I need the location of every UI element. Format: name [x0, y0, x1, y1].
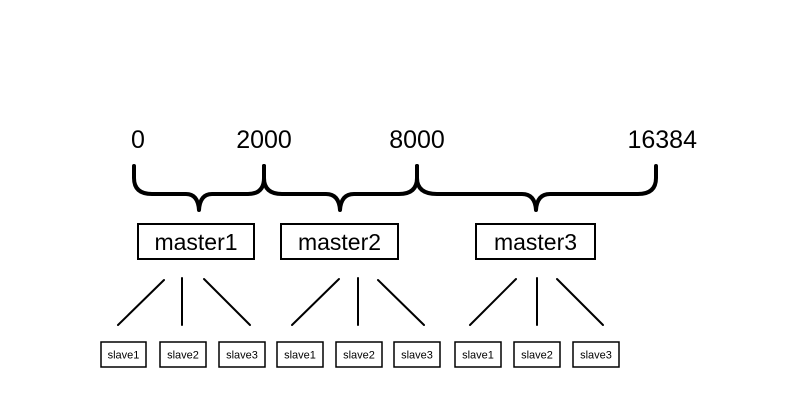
slave-box-2-2: [335, 341, 383, 368]
slave-label-2-2: slave2: [343, 350, 375, 362]
slave-label-3-2: slave2: [521, 350, 553, 362]
tick-label-2000: 2000: [236, 126, 292, 154]
master-label-3: master3: [494, 229, 577, 255]
slave-box-2-1: [276, 341, 324, 368]
master-box-2: [280, 223, 399, 260]
master-box-3: [475, 223, 596, 260]
slave-box-3-3: [572, 341, 620, 368]
slave-label-1-3: slave3: [226, 350, 258, 362]
link-master3-slave3: [556, 278, 604, 326]
master-label-1: master1: [154, 229, 237, 255]
brace-range-1: [132, 164, 266, 212]
slave-box-1-1: [100, 341, 147, 368]
brace-range-2: [262, 164, 419, 212]
slave-box-1-3: [218, 341, 266, 368]
link-master3-slave1: [469, 278, 517, 326]
slave-box-1-2: [159, 341, 207, 368]
brace-range-3: [415, 164, 658, 212]
master-group-2: master2 slave1 slave2 slave3: [276, 223, 441, 368]
slave-box-3-2: [513, 341, 561, 368]
master-box-1: [137, 223, 255, 260]
tick-label-8000: 8000: [389, 126, 445, 154]
slave-label-3-1: slave1: [462, 350, 494, 362]
master-group-3: master3 slave1 slave2 slave3: [454, 223, 620, 368]
slave-label-2-1: slave1: [284, 350, 316, 362]
master-group-1: master1 slave1 slave2 slave3: [100, 223, 266, 368]
slave-box-3-1: [454, 341, 502, 368]
link-master2-slave1: [291, 278, 340, 326]
master-label-2: master2: [298, 229, 381, 255]
link-master1-slave3: [203, 278, 251, 326]
slave-label-3-3: slave3: [580, 350, 612, 362]
slot-scale: 0 2000 8000 16384: [131, 126, 697, 154]
slave-label-2-3: slave3: [401, 350, 433, 362]
slave-label-1-1: slave1: [108, 350, 140, 362]
tick-label-0: 0: [131, 126, 145, 154]
link-master1-slave1: [117, 279, 165, 326]
slave-label-1-2: slave2: [167, 350, 199, 362]
slave-box-2-3: [393, 341, 441, 368]
range-braces: [132, 164, 658, 212]
tick-label-16384: 16384: [627, 126, 697, 154]
link-master2-slave3: [377, 279, 425, 326]
